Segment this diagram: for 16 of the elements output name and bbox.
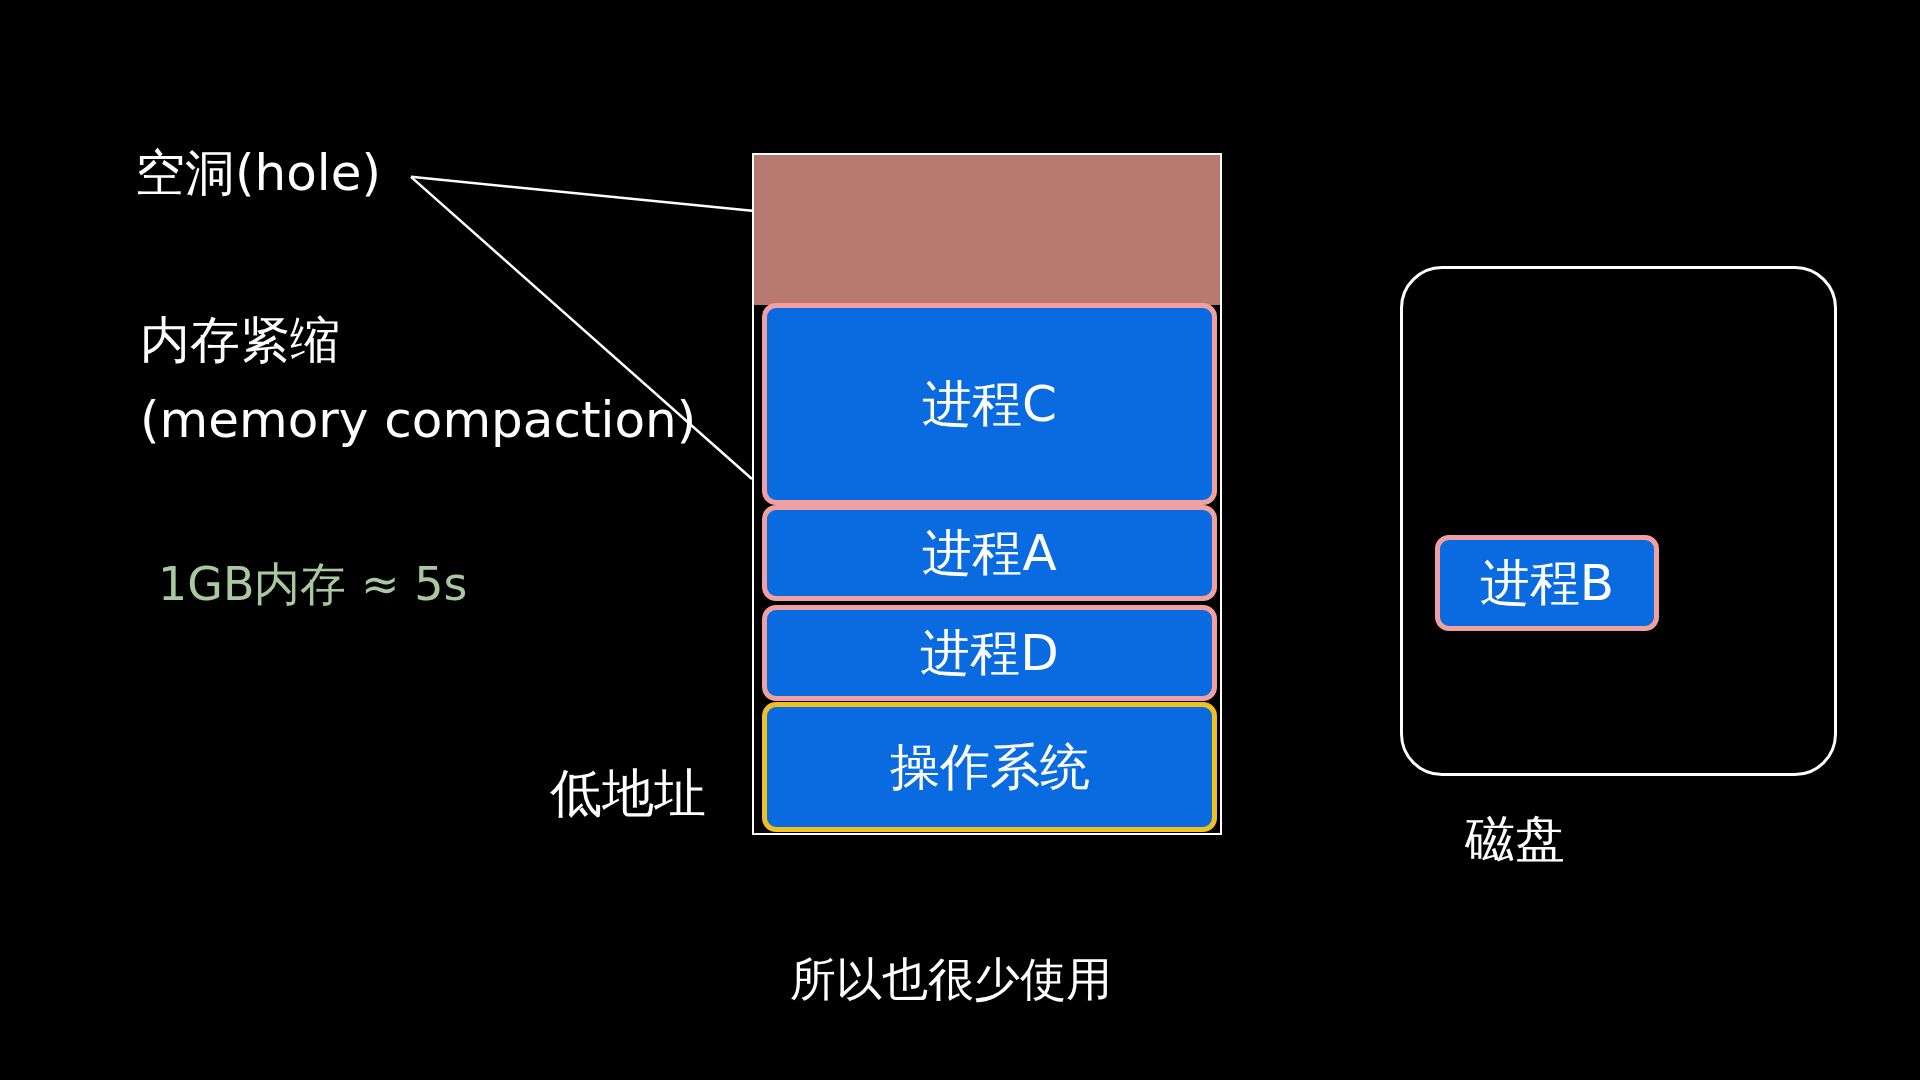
process-block: 进程C [762,303,1217,505]
address-label: 低地址 [550,762,706,825]
caption-text: 所以也很少使用 [790,951,1112,1008]
note-text: (memory compaction) [140,390,697,451]
disk-label: 磁盘 [1465,809,1565,870]
leader-line [410,175,753,480]
process-block: 进程A [762,505,1217,601]
hole-label: 空洞(hole) [135,140,381,207]
hole-block [752,153,1222,305]
leader-line [410,175,753,212]
process-block: 进程D [762,605,1217,701]
memory-column [752,153,1222,835]
note-text: 1GB内存 ≈ 5s [158,556,468,613]
note-text: 内存紧缩 [140,310,340,371]
process-block: 进程B [1435,535,1659,631]
os-block: 操作系统 [762,702,1217,832]
